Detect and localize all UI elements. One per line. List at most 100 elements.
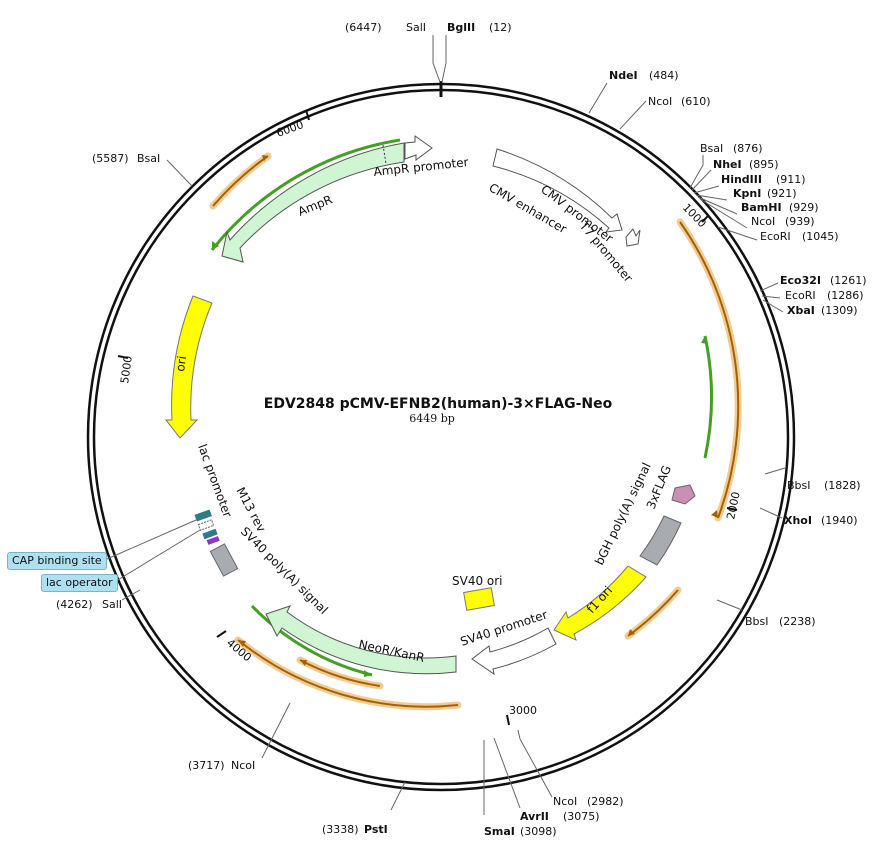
label-sv40-polya: SV40 poly(A) signal	[238, 524, 331, 617]
site-name-xbai: XbaI	[787, 304, 815, 317]
site-name-bsai-5587: BsaI	[137, 152, 160, 165]
tick-label-6000: 6000	[275, 118, 306, 140]
site-name-smai: SmaI	[484, 825, 515, 838]
site-name-ndei: NdeI	[609, 69, 638, 82]
site-pos-bbsi-1828: (1828)	[824, 479, 861, 492]
tick-label-3000: 3000	[509, 704, 537, 717]
leader-ecori-1045	[717, 226, 758, 241]
site-name-bamhi: BamHI	[741, 201, 782, 214]
site-name-psti: PstI	[364, 823, 388, 836]
site-pos-kpni: (921)	[767, 187, 797, 200]
site-name-sali-4262: SalI	[102, 598, 122, 611]
site-name-ncoi-3717: NcoI	[231, 759, 255, 772]
site-pos-nhei: (895)	[749, 158, 779, 171]
lac-elements	[194, 509, 220, 545]
leader-bsai-876	[689, 155, 704, 189]
site-pos-bsai-5587: (5587)	[92, 152, 129, 165]
site-name-bbsi-2238: BbsI	[745, 615, 769, 628]
leader-kpni	[695, 194, 728, 201]
leader-bamhi	[697, 196, 738, 215]
leader-bglii-12	[441, 35, 447, 83]
leader-bbsi-2238	[716, 599, 743, 611]
site-pos-hindiii: (911)	[776, 173, 806, 186]
map-size: 6449 bp	[409, 412, 455, 425]
label-sv40-ori: SV40 ori	[452, 574, 503, 588]
label-ori: ori	[173, 355, 189, 372]
ampr-promoter-feature	[404, 135, 433, 161]
ampr-feature	[221, 142, 405, 263]
ori-feature	[164, 295, 213, 439]
leader-eco32i	[759, 282, 779, 292]
site-pos-ncoi-2982: (2982)	[587, 795, 624, 808]
site-pos-bbsi-2238: (2238)	[779, 615, 816, 628]
leader-sali-6447	[432, 35, 441, 83]
badge-cap-binding-site: CAP binding site	[7, 552, 107, 570]
site-name-eco32i: Eco32I	[780, 274, 821, 287]
tick-label-5000: 5000	[118, 355, 135, 385]
site-pos-smai: (3098)	[520, 825, 557, 838]
leader-avrii	[493, 737, 521, 809]
sv40-promoter-feature	[471, 627, 557, 676]
site-name-hindiii: HindIII	[721, 173, 762, 186]
leader-sali-4262	[121, 589, 141, 601]
green-band-ampr	[210, 138, 401, 251]
orange-band-ampr	[209, 152, 272, 210]
leader-lac-operator	[115, 529, 201, 582]
site-pos-ncoi-3717: (3717)	[188, 759, 225, 772]
neor-kanr-feature	[265, 605, 457, 675]
site-name-ecori-1286: EcoRI	[785, 289, 816, 302]
site-pos-avrii: (3075)	[563, 810, 600, 823]
site-pos-ncoi-939: (939)	[785, 215, 815, 228]
sv40-polya-feature	[209, 543, 239, 577]
orange-band-neor	[234, 636, 462, 711]
site-name-sali-6447: SalI	[406, 21, 426, 34]
badge-lac-operator: lac operator	[41, 574, 118, 592]
site-name-xhoi: XhoI	[784, 514, 812, 527]
leader-ncoi-2982	[517, 729, 553, 798]
cmv-feature	[492, 148, 623, 233]
green-band-neor	[250, 604, 373, 677]
t7-promoter-feature	[625, 228, 641, 247]
site-pos-bamhi: (929)	[789, 201, 819, 214]
site-pos-xhoi: (1940)	[821, 514, 858, 527]
leader-bbsi-1828	[764, 467, 786, 475]
site-name-ncoi-939: NcoI	[751, 215, 775, 228]
site-leaders	[121, 35, 786, 815]
leader-xhoi	[759, 507, 783, 519]
tick-3000: 3000	[506, 704, 537, 726]
site-name-bglii: BglII	[447, 21, 475, 34]
orange-band-insert	[676, 218, 742, 522]
leader-xbai	[762, 299, 784, 313]
leader-hindiii	[693, 185, 720, 194]
tick-2000: 2000	[724, 491, 743, 521]
site-labels: (6447) SalI BglII (12) NdeI (484) NcoI (…	[56, 21, 867, 838]
leader-ecori-1286	[761, 295, 781, 299]
sv40-ori-feature	[463, 587, 495, 611]
site-pos-bsai-876: (876)	[733, 142, 763, 155]
green-band-insert	[701, 335, 713, 459]
site-name-avrii: AvrII	[520, 810, 549, 823]
leader-ndei	[588, 82, 608, 114]
site-pos-psti: (3338)	[322, 823, 359, 836]
tick-6000: 6000	[275, 109, 310, 140]
leader-cap-binding-site	[106, 519, 197, 560]
leader-ncoi-610	[619, 100, 647, 130]
site-pos-ncoi-610: (610)	[681, 95, 711, 108]
site-pos-sali-4262: (4262)	[56, 598, 93, 611]
site-name-nhei: NheI	[713, 158, 742, 171]
leader-bsai-5587	[166, 159, 193, 187]
site-pos-xbai: (1309)	[821, 304, 858, 317]
site-name-ecori-1045: EcoRI	[760, 230, 791, 243]
leader-ncoi-3717	[261, 702, 291, 759]
site-pos-sali-6447: (6447)	[345, 21, 382, 34]
backbone	[86, 81, 796, 792]
orange-band-neor-inner	[296, 656, 384, 690]
tick-label-2000: 2000	[724, 491, 743, 521]
site-name-ncoi-2982: NcoI	[553, 795, 577, 808]
site-pos-eco32i: (1261)	[830, 274, 867, 287]
site-pos-ndei: (484)	[649, 69, 679, 82]
orange-band-f1	[624, 586, 682, 640]
badge-leaders	[106, 519, 201, 582]
site-pos-ecori-1045: (1045)	[802, 230, 839, 243]
